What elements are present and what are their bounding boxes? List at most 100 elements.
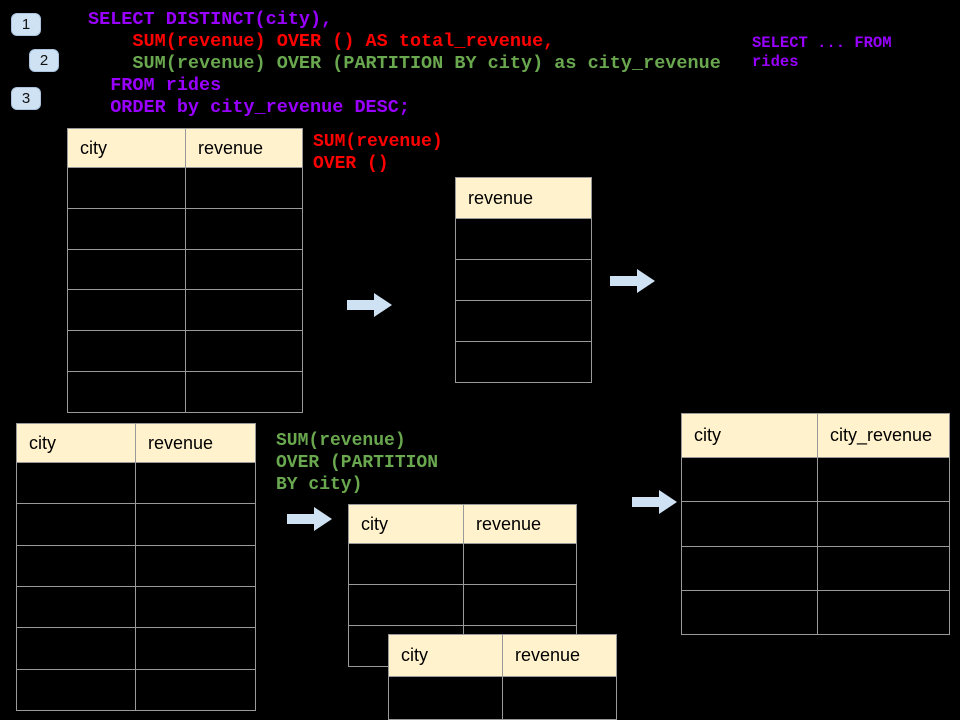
table-cell <box>17 669 136 710</box>
table-cell <box>136 546 255 586</box>
table-body <box>456 219 591 382</box>
arrow-right-icon <box>287 507 332 531</box>
table-cell <box>186 168 302 208</box>
table-row <box>17 585 255 628</box>
table-cell <box>464 544 576 584</box>
column-header-city: city <box>682 414 818 457</box>
table-body <box>17 463 255 710</box>
sql-code-line: SUM(revenue) OVER () AS total_revenue, <box>88 31 555 52</box>
sql-code-line: ORDER by city_revenue DESC; <box>88 97 410 118</box>
table-cell <box>389 677 503 719</box>
table-cell <box>818 591 949 634</box>
table-row <box>68 289 302 331</box>
table-row <box>17 668 255 710</box>
table-body <box>389 677 616 719</box>
table-row <box>349 584 576 625</box>
table-cell <box>68 372 186 412</box>
column-header-revenue: revenue <box>198 137 264 158</box>
table-row <box>349 544 576 584</box>
table-row <box>682 545 949 590</box>
table-cell <box>136 628 255 668</box>
column-header-city: city <box>389 635 503 676</box>
annotation-line: OVER (PARTITION <box>276 453 439 473</box>
table-cell <box>68 208 186 249</box>
table-header-row: revenue <box>456 178 591 219</box>
table-row <box>456 259 591 300</box>
table-cell <box>456 260 591 300</box>
table-cell <box>68 249 186 290</box>
arrow-right-icon <box>347 293 392 317</box>
table-row <box>68 371 302 412</box>
column-header-revenue: revenue <box>468 187 534 208</box>
table-cell <box>68 331 186 372</box>
column-header-revenue: revenue <box>515 645 581 665</box>
sql-code-line: SUM(revenue) OVER (PARTITION BY city) as… <box>88 53 721 74</box>
step-badge-1: 1 <box>11 13 41 36</box>
total-revenue-result-table: revenue <box>455 177 592 383</box>
table-row <box>682 501 949 546</box>
table-header-row: city revenue <box>17 424 255 463</box>
table-cell <box>682 546 818 590</box>
table-cell <box>682 590 818 634</box>
table-row <box>682 589 949 634</box>
table-header-row: city city_revenue <box>682 414 949 458</box>
column-header-revenue: revenue <box>476 513 542 534</box>
partition-table-group-b: city revenue <box>388 634 617 720</box>
table-row <box>17 627 255 669</box>
arrow-right-icon <box>610 269 655 293</box>
column-header-city-revenue: city_revenue <box>830 425 933 445</box>
table-cell <box>68 290 186 331</box>
table-row <box>456 219 591 259</box>
table-cell <box>17 463 136 504</box>
table-row <box>68 330 302 372</box>
table-cell <box>349 585 464 625</box>
arrow-right-icon <box>632 490 677 514</box>
table-cell <box>456 219 591 259</box>
table-cell <box>68 168 186 208</box>
column-header-revenue: revenue <box>148 432 214 453</box>
table-row <box>17 503 255 545</box>
partition-table-group-a: city revenue <box>348 504 577 667</box>
city-revenue-result-table: city city_revenue <box>681 413 950 635</box>
table-row <box>17 463 255 504</box>
table-cell <box>17 586 136 628</box>
annotation-line: SUM(revenue) <box>276 431 406 451</box>
table-cell <box>186 372 302 412</box>
sql-code-line: FROM rides <box>88 75 222 96</box>
step-badge-3: 3 <box>11 87 41 110</box>
sql-code-block: SELECT DISTINCT(city), SUM(revenue) OVER… <box>88 9 721 119</box>
total-revenue-annotation: SUM(revenue) OVER () <box>313 131 443 175</box>
table-row <box>456 341 591 382</box>
table-cell <box>17 628 136 669</box>
table-body <box>68 168 302 412</box>
table-cell <box>136 463 255 503</box>
table-header-row: city revenue <box>389 635 616 677</box>
column-header-city: city <box>68 129 186 167</box>
annotation-line: BY city) <box>276 475 363 495</box>
table-cell <box>186 331 302 371</box>
sql-code-line: SELECT DISTINCT(city), <box>88 9 333 30</box>
table-cell <box>136 504 255 544</box>
partition-annotation: SUM(revenue) OVER (PARTITION BY city) <box>276 430 438 496</box>
table-cell <box>186 250 302 290</box>
annotation-line: SUM(revenue) <box>313 132 443 152</box>
table-body <box>682 458 949 634</box>
table-row <box>68 207 302 249</box>
table-cell <box>136 670 255 710</box>
column-header-city: city <box>349 505 464 543</box>
table-row <box>389 677 616 719</box>
note-line: SELECT ... FROM <box>752 34 892 52</box>
table-row <box>456 300 591 341</box>
source-table-total: city revenue <box>67 128 303 413</box>
table-cell <box>17 504 136 545</box>
table-row <box>17 544 255 586</box>
table-cell <box>818 458 949 501</box>
table-cell <box>503 677 616 719</box>
table-cell <box>456 342 591 382</box>
step-badge-2: 2 <box>29 49 59 72</box>
annotation-line: OVER () <box>313 154 389 174</box>
source-table-partition: city revenue <box>16 423 256 711</box>
table-cell <box>349 544 464 584</box>
table-cell <box>464 585 576 625</box>
table-cell <box>818 547 949 590</box>
